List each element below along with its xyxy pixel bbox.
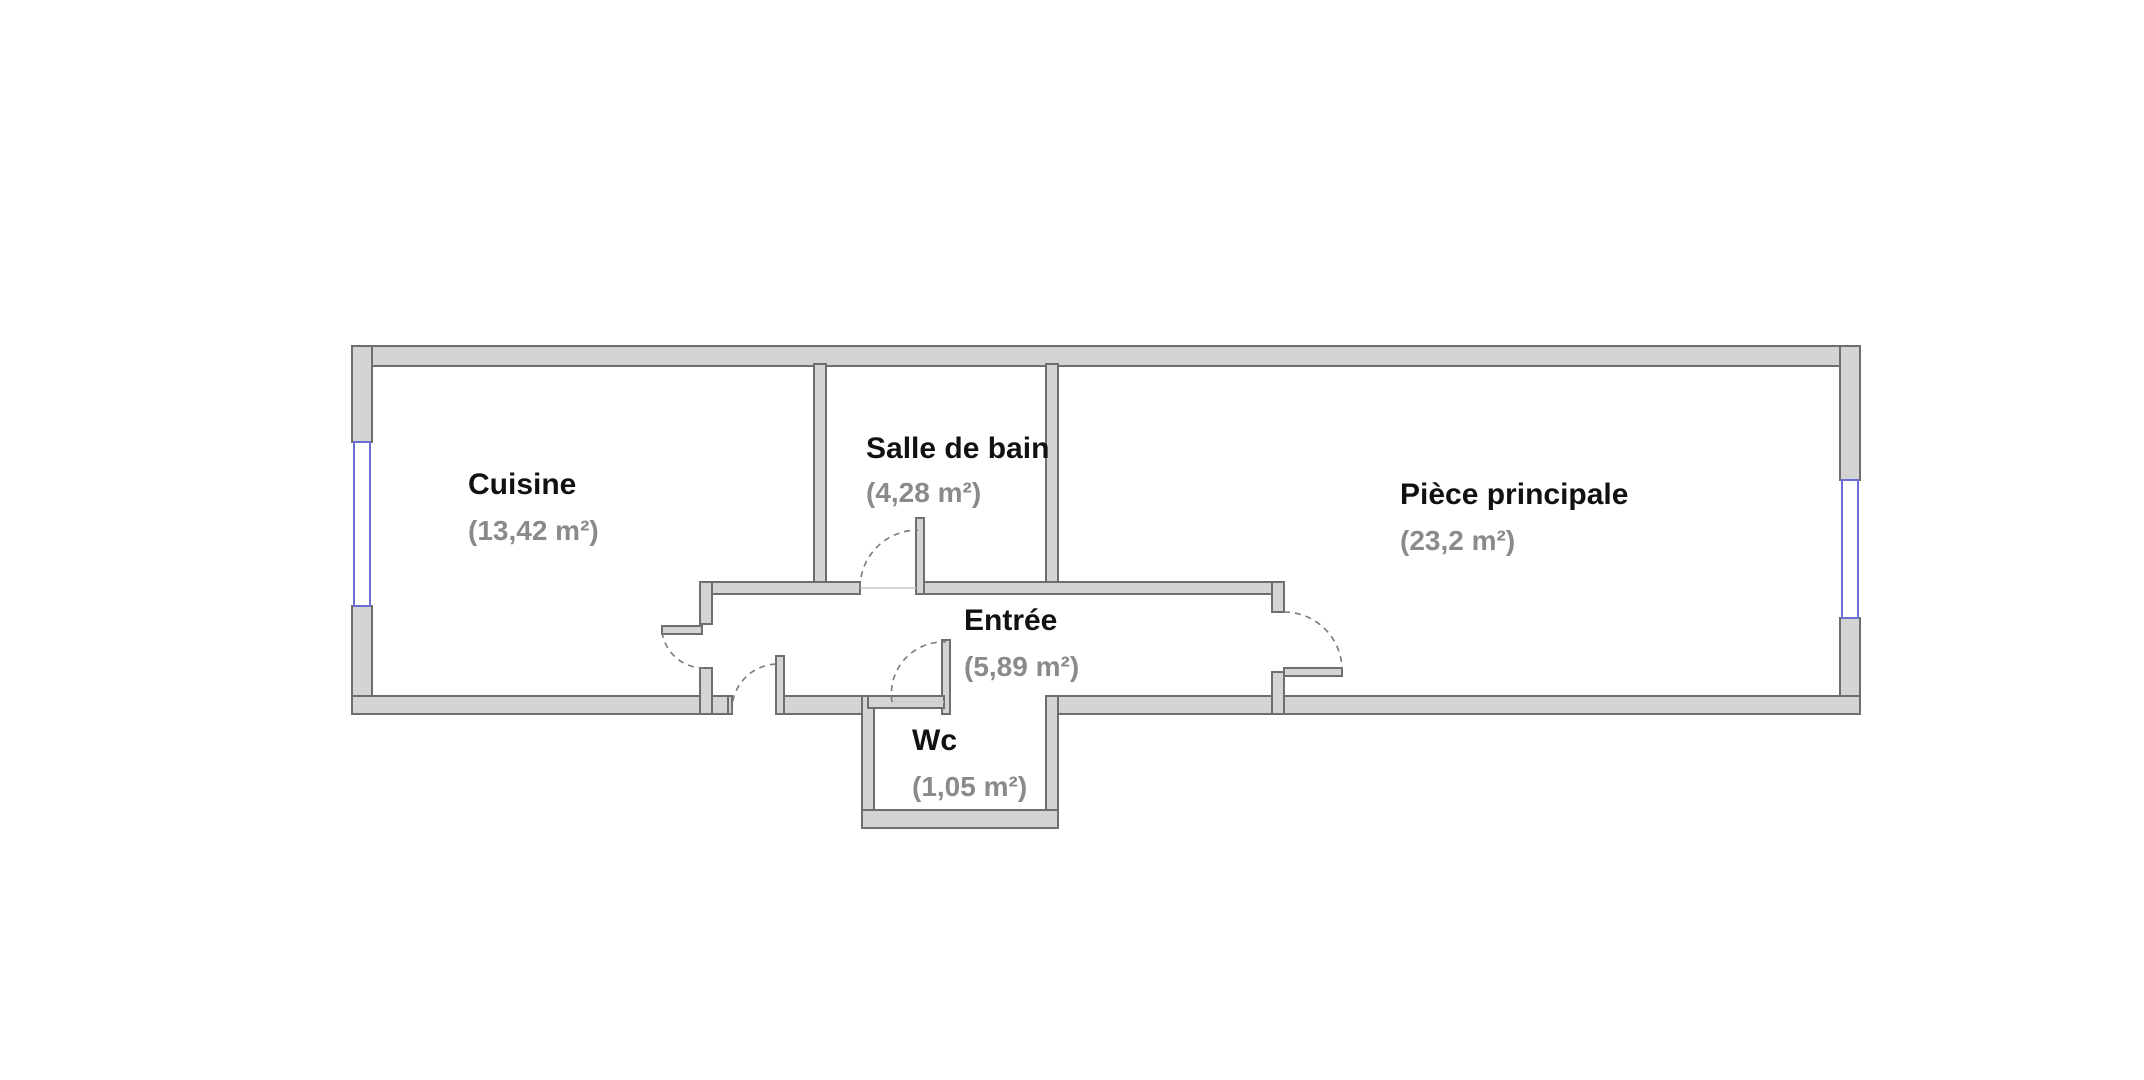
window-piece-principale [1841, 479, 1859, 619]
door-swing-wc [890, 641, 947, 703]
wc-walls [861, 695, 1059, 829]
wc-door-stub [941, 639, 951, 715]
entry-door-stub [775, 655, 785, 715]
wall-entree-left-lower [699, 667, 713, 715]
wall-wc-right [1045, 695, 1059, 829]
doors [661, 529, 1343, 713]
room-name-wc: Wc [912, 724, 957, 757]
wall-entree-top-right [915, 581, 1285, 595]
wall-top [351, 345, 1861, 367]
wall-entree-right-upper [1271, 581, 1285, 613]
room-name-piece-principale: Pièce principale [1400, 478, 1628, 511]
door-swing-entry [731, 663, 779, 713]
room-area-cuisine: (13,42 m²) [468, 515, 599, 546]
window-cuisine [353, 441, 371, 607]
sdb-door-stub [915, 517, 925, 595]
wall-bottom-entree-left [777, 695, 869, 715]
room-name-entree: Entrée [964, 604, 1057, 637]
wall-wc-left [861, 695, 875, 829]
wall-entree-right-lower [1271, 671, 1285, 715]
wall-bottom-right [1049, 695, 1861, 715]
wall-entree-top-left [699, 581, 861, 595]
windows [353, 441, 1859, 619]
wall-left-upper [351, 345, 373, 443]
door-leaf-piece [1283, 667, 1343, 677]
room-name-salle-de-bain: Salle de bain [866, 432, 1049, 465]
wall-bottom-cuisine [351, 695, 729, 715]
entry-door-jamb [727, 695, 733, 715]
wall-cuisine-sdb [813, 363, 827, 595]
room-name-cuisine: Cuisine [468, 468, 576, 501]
room-area-salle-de-bain: (4,28 m²) [866, 477, 981, 508]
wall-entree-left-upper [699, 581, 713, 625]
room-area-piece-principale: (23,2 m²) [1400, 525, 1515, 556]
wall-wc-bottom [861, 809, 1059, 829]
room-labels: Cuisine (13,42 m²) Salle de bain (4,28 m… [468, 432, 1628, 802]
room-area-wc: (1,05 m²) [912, 771, 1027, 802]
wall-right-upper [1839, 345, 1861, 481]
door-swing-sdb [859, 529, 919, 589]
door-leaf-cuisine [661, 625, 703, 635]
room-area-entree: (5,89 m²) [964, 651, 1079, 682]
door-swing-cuisine [661, 631, 705, 669]
wall-sdb-piece [1045, 363, 1059, 583]
door-swing-piece [1283, 611, 1343, 671]
